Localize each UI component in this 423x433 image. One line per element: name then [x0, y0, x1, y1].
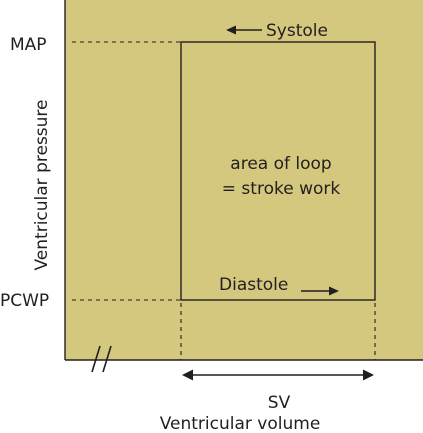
stroke-volume-label: SV: [268, 393, 291, 413]
stroke-volume-arrow-icon: [182, 369, 374, 381]
y-axis-title: Ventricular pressure: [32, 99, 52, 270]
loop-area-label-line2: = stroke work: [222, 179, 341, 199]
map-tick-label: MAP: [10, 35, 47, 55]
x-axis-title: Ventricular volume: [160, 414, 321, 433]
systole-arrow-icon: [226, 25, 262, 35]
systole-label: Systole: [266, 21, 328, 41]
pv-loop-rectangle: [180, 41, 376, 301]
diastole-label: Diastole: [219, 275, 288, 295]
diastole-arrow-icon: [301, 286, 339, 296]
pcwp-tick-label: PCWP: [0, 291, 49, 311]
axis-break-mark: [91, 345, 112, 373]
loop-area-label-line1: area of loop: [230, 154, 331, 174]
